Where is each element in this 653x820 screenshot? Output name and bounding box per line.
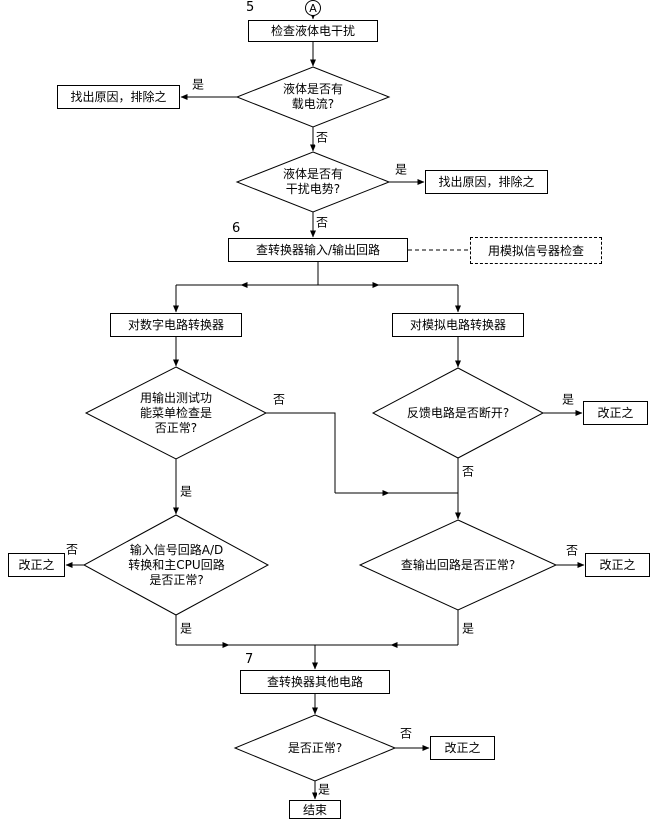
note-analog-signal-check: 用模拟信号器检查 xyxy=(470,237,602,264)
decision-carry-current-label: 液体是否有 载电流? xyxy=(282,82,343,111)
edge-label-no: 否 xyxy=(564,541,580,559)
edge-label-no: 否 xyxy=(314,213,330,231)
decision-input-signal-label: 输入信号回路A/D 转换和主CPU回路 是否正常? xyxy=(128,542,225,587)
process-check-io-circuit: 查转换器输入/输出回路 xyxy=(228,238,408,262)
decision-feedback-shape xyxy=(371,367,545,459)
process-find-cause-right: 找出原因，排除之 xyxy=(425,170,548,194)
flow-edges xyxy=(65,12,585,800)
decision-output-test-shape xyxy=(84,366,268,460)
process-fix-feedback: 改正之 xyxy=(583,401,648,425)
step-number-6: 6 xyxy=(232,221,241,236)
terminator-end: 结束 xyxy=(289,800,341,819)
edge-label-yes: 是 xyxy=(393,160,409,178)
decision-interference-shape xyxy=(235,151,391,213)
decision-feedback-label: 反馈电路是否断开? xyxy=(406,405,510,420)
process-check-liquid-interference: 检查液体电干扰 xyxy=(248,20,378,42)
decision-output-loop-shape xyxy=(358,519,558,611)
process-fix-output: 改正之 xyxy=(585,553,650,577)
edge-label-yes: 是 xyxy=(460,619,476,637)
decision-output-test-label: 用输出测试功 能菜单检查是 否正常? xyxy=(139,390,212,435)
process-fix-input: 改正之 xyxy=(8,553,65,577)
decision-output-loop-label: 查输出回路是否正常? xyxy=(400,557,516,572)
edge-label-no: 否 xyxy=(398,724,414,742)
edge-label-no: 否 xyxy=(314,128,330,146)
edge-label-yes: 是 xyxy=(560,390,576,408)
edge-label-no: 否 xyxy=(64,540,80,558)
edge-label-no: 否 xyxy=(460,462,476,480)
process-check-other-circuits: 查转换器其他电路 xyxy=(240,670,390,694)
process-find-cause-left: 找出原因，排除之 xyxy=(57,85,180,109)
process-digital-converter: 对数字电路转换器 xyxy=(110,313,242,337)
step-number-7: 7 xyxy=(245,652,254,667)
process-analog-converter: 对模拟电路转换器 xyxy=(392,313,524,337)
decision-shapes xyxy=(82,66,558,782)
decision-interference-label: 液体是否有 干扰电势? xyxy=(282,167,343,196)
edge-label-yes: 是 xyxy=(190,75,206,93)
decision-carry-current-shape xyxy=(235,66,391,128)
edge-label-no: 否 xyxy=(271,390,287,408)
decision-input-signal-shape xyxy=(82,514,270,616)
decision-normal-label: 是否正常? xyxy=(287,740,343,755)
decision-normal-shape xyxy=(233,714,397,782)
edge-label-yes: 是 xyxy=(316,780,332,798)
edge-label-yes: 是 xyxy=(178,482,194,500)
connector-a-label: A xyxy=(309,1,317,15)
edge-label-yes: 是 xyxy=(178,619,194,637)
step-number-5: 5 xyxy=(246,0,255,15)
connector-a: A xyxy=(305,0,321,16)
process-fix-other: 改正之 xyxy=(430,736,495,760)
